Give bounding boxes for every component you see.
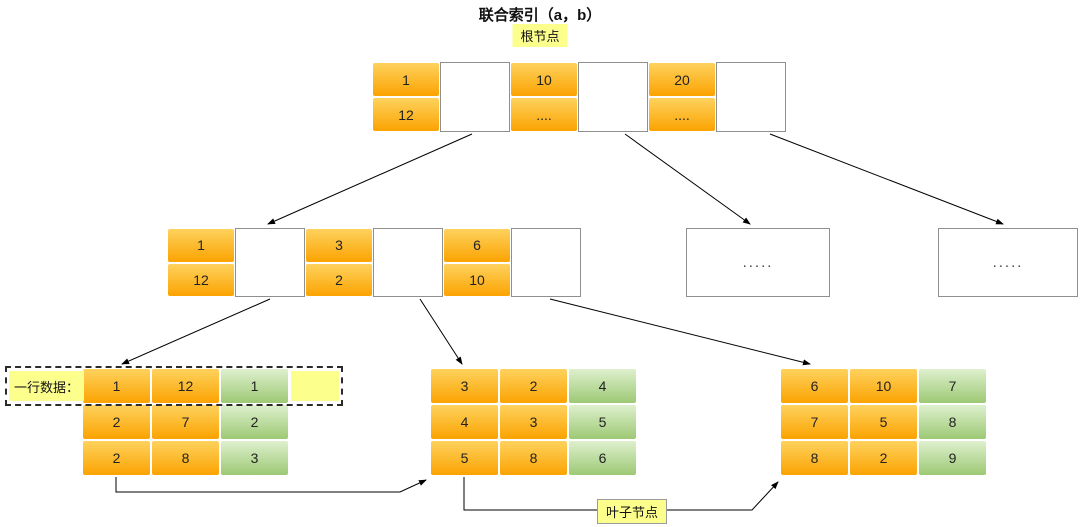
leaf-cell: 5 [849, 404, 918, 440]
key-b-value: 2 [305, 262, 373, 297]
internal-key-cell-1: 3 2 [305, 228, 373, 297]
leaf-cell: 4 [568, 368, 637, 404]
leaf-cell: 2 [499, 368, 568, 404]
root-key-cell-2: 20 .... [648, 62, 716, 132]
internal-pointer-cell-1 [373, 228, 443, 297]
leaf-cell: 8 [918, 404, 987, 440]
leaf-cell: 1 [82, 368, 151, 404]
row-data-highlight-fill [291, 371, 339, 401]
key-b-value: 12 [372, 97, 440, 132]
leaf-row: 8 2 9 [780, 440, 987, 476]
key-a-value: 20 [648, 62, 716, 97]
leaf-node-0: 1 12 1 2 7 2 2 8 3 [82, 368, 289, 476]
leaf-cell: 9 [918, 440, 987, 476]
root-key-cell-0: 1 12 [372, 62, 440, 132]
leaf-cell: 5 [430, 440, 499, 476]
leaf-cell: 10 [849, 368, 918, 404]
leaf-cell: 3 [430, 368, 499, 404]
leaf-cell: 2 [82, 440, 151, 476]
leaf-node-label: 叶子节点 [596, 499, 668, 524]
leaf-cell: 5 [568, 404, 637, 440]
key-b-value: 10 [443, 262, 511, 297]
leaf-row: 6 10 7 [780, 368, 987, 404]
arrow-root-to-placeholder-1 [624, 133, 751, 225]
leaf-cell: 2 [849, 440, 918, 476]
leaf-node-2: 6 10 7 7 5 8 8 2 9 [780, 368, 987, 476]
key-a-value: 6 [443, 228, 511, 263]
leaf-row: 3 2 4 [430, 368, 637, 404]
leaf-cell: 12 [151, 368, 220, 404]
internal-pointer-cell-2 [511, 228, 581, 297]
arrow-internal-to-leaf-2 [549, 298, 811, 366]
key-b-value: .... [510, 97, 578, 132]
placeholder-node-0: ..... [686, 228, 830, 297]
internal-node: 1 12 3 2 6 10 [167, 228, 581, 297]
leaf-row: 4 3 5 [430, 404, 637, 440]
root-pointer-cell-1 [578, 62, 648, 132]
placeholder-node-1: ..... [938, 228, 1078, 297]
key-b-value: .... [648, 97, 716, 132]
internal-key-cell-0: 1 12 [167, 228, 235, 297]
root-pointer-cell-2 [716, 62, 786, 132]
arrow-leaf-0-to-leaf-1 [115, 477, 427, 493]
leaf-cell: 6 [568, 440, 637, 476]
root-key-cell-1: 10 .... [510, 62, 578, 132]
leaf-cell: 2 [82, 404, 151, 440]
leaf-row: 2 8 3 [82, 440, 289, 476]
root-node: 1 12 10 .... 20 .... [372, 62, 786, 132]
key-a-value: 1 [167, 228, 235, 263]
arrow-internal-to-leaf-1 [419, 298, 463, 365]
leaf-cell: 4 [430, 404, 499, 440]
arrow-root-to-internal [267, 133, 473, 225]
key-a-value: 1 [372, 62, 440, 97]
leaf-row: 2 7 2 [82, 404, 289, 440]
leaf-row: 1 12 1 [82, 368, 289, 404]
root-pointer-cell-0 [440, 62, 510, 132]
leaf-cell: 8 [499, 440, 568, 476]
leaf-cell: 8 [780, 440, 849, 476]
leaf-cell: 3 [499, 404, 568, 440]
leaf-cell: 7 [151, 404, 220, 440]
leaf-row: 5 8 6 [430, 440, 637, 476]
leaf-cell: 3 [220, 440, 289, 476]
arrow-root-to-placeholder-2 [769, 133, 1004, 225]
internal-pointer-cell-0 [235, 228, 305, 297]
leaf-cell: 7 [780, 404, 849, 440]
root-node-label: 根节点 [512, 24, 568, 47]
leaf-row: 7 5 8 [780, 404, 987, 440]
key-a-value: 10 [510, 62, 578, 97]
leaf-cell: 7 [918, 368, 987, 404]
leaf-cell: 6 [780, 368, 849, 404]
leaf-cell: 1 [220, 368, 289, 404]
leaf-cell: 2 [220, 404, 289, 440]
arrow-internal-to-leaf-0 [121, 298, 271, 365]
key-a-value: 3 [305, 228, 373, 263]
leaf-node-1: 3 2 4 4 3 5 5 8 6 [430, 368, 637, 476]
diagram-title: 联合索引（a，b） [478, 7, 602, 24]
row-data-label: 一行数据： [9, 371, 85, 401]
internal-key-cell-2: 6 10 [443, 228, 511, 297]
leaf-cell: 8 [151, 440, 220, 476]
key-b-value: 12 [167, 262, 235, 297]
